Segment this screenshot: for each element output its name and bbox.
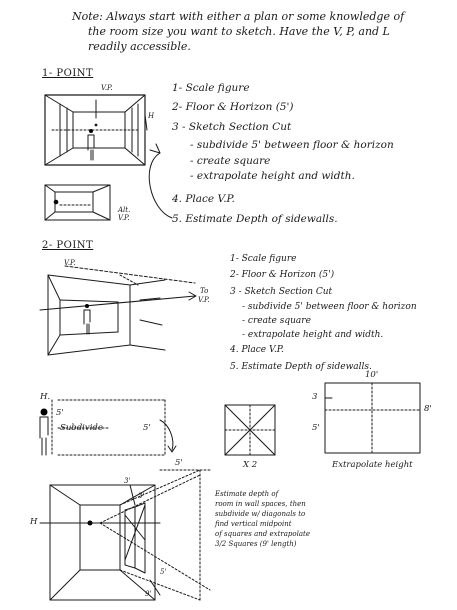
- diagram-ten-label: 10': [365, 370, 379, 380]
- section-1-vp-label: V.P.: [101, 84, 113, 92]
- section-1-alt-label: Alt.: [118, 206, 131, 214]
- section-2-to-vp-label: V.P.: [198, 296, 210, 304]
- intro-note-line-3: readily accessible.: [88, 40, 191, 53]
- section-1-step-5: 5. Estimate Depth of sidewalls.: [172, 213, 338, 225]
- diagram-extrapolate-label: Extrapolate height: [332, 460, 413, 470]
- section-1-step-4: 4. Place V.P.: [172, 193, 235, 205]
- section-1-step-3c: - extrapolate height and width.: [190, 170, 355, 182]
- bottom-note-line-2: room in wall spaces, then: [215, 500, 306, 508]
- diagram-h-label: H.: [40, 392, 51, 402]
- diagram-five-right-label: 5': [143, 423, 151, 433]
- extrapolate-diagram: [324, 382, 421, 454]
- section-2-step-4: 4. Place V.P.: [230, 345, 284, 355]
- section-2-step-3b: - create square: [242, 316, 311, 326]
- section-2-to-label: To: [200, 287, 209, 295]
- intro-note-line-2: the room size you want to sketch. Have t…: [88, 25, 390, 38]
- section-2-step-3: 3 - Sketch Section Cut: [230, 287, 333, 297]
- section-1-alt-vp-label: V.P.: [118, 214, 130, 222]
- depth-estimate-sketch: [39, 469, 211, 601]
- section-1-step-3b: - create square: [190, 155, 271, 167]
- section-1-step-3a: - subdivide 5' between floor & horizon: [190, 139, 394, 151]
- intro-note-line-1: Note: Always start with either a plan or…: [72, 10, 405, 23]
- section-2-step-5: 5. Estimate Depth of sidewalls.: [230, 362, 372, 372]
- bottom-dim-1: 3': [124, 477, 131, 485]
- section-2-step-3c: - extrapolate height and width.: [242, 330, 384, 340]
- diagram-eight-label: 8': [424, 404, 432, 414]
- one-point-perspective-sketch: [44, 94, 173, 219]
- bottom-dim-4: 9': [145, 590, 152, 598]
- diagram-five-side-label: 5': [312, 423, 320, 433]
- diagram-five-bottom-label: 5': [175, 458, 183, 468]
- section-2-step-2: 2- Floor & Horizon (5'): [230, 270, 335, 280]
- bottom-note-line-5: of squares and extrapolate: [215, 530, 310, 538]
- bottom-note-line-6: 3/2 Squares (9' length): [215, 540, 297, 548]
- bottom-note-line-4: find vertical midpoint: [215, 520, 292, 528]
- diagram-x2-label: X 2: [243, 460, 258, 470]
- bottom-note-line-3: subdivide w/ diagonals to: [215, 510, 306, 518]
- bottom-note-line-1: Estimate depth of: [215, 490, 279, 498]
- bottom-dim-2: 3': [138, 492, 145, 500]
- section-1-h-label: H: [148, 112, 155, 120]
- section-2-heading: 2- POINT: [42, 240, 94, 251]
- section-2-step-1: 1- Scale figure: [230, 254, 297, 264]
- section-2-vp-label: V.P.: [64, 259, 76, 267]
- section-1-step-2: 2- Floor & Horizon (5'): [172, 101, 294, 113]
- one-point-alt-sketch: [44, 184, 111, 221]
- diagram-five-label: 5': [56, 408, 64, 418]
- scale-figure-diagram: [39, 399, 177, 456]
- diagram-subdivide-label: Subdivide: [60, 423, 103, 433]
- bottom-h-label: H: [30, 517, 38, 527]
- two-point-perspective-sketch: [39, 265, 197, 356]
- section-2-step-3a: - subdivide 5' between floor & horizon: [242, 302, 417, 312]
- section-1-heading: 1- POINT: [42, 68, 94, 79]
- bottom-dim-3: 5': [160, 568, 167, 576]
- diagram-three-label: 3: [312, 392, 318, 402]
- section-1-step-1: 1- Scale figure: [172, 82, 250, 94]
- section-1-step-3: 3 - Sketch Section Cut: [172, 121, 292, 133]
- square-diagram: [224, 404, 276, 456]
